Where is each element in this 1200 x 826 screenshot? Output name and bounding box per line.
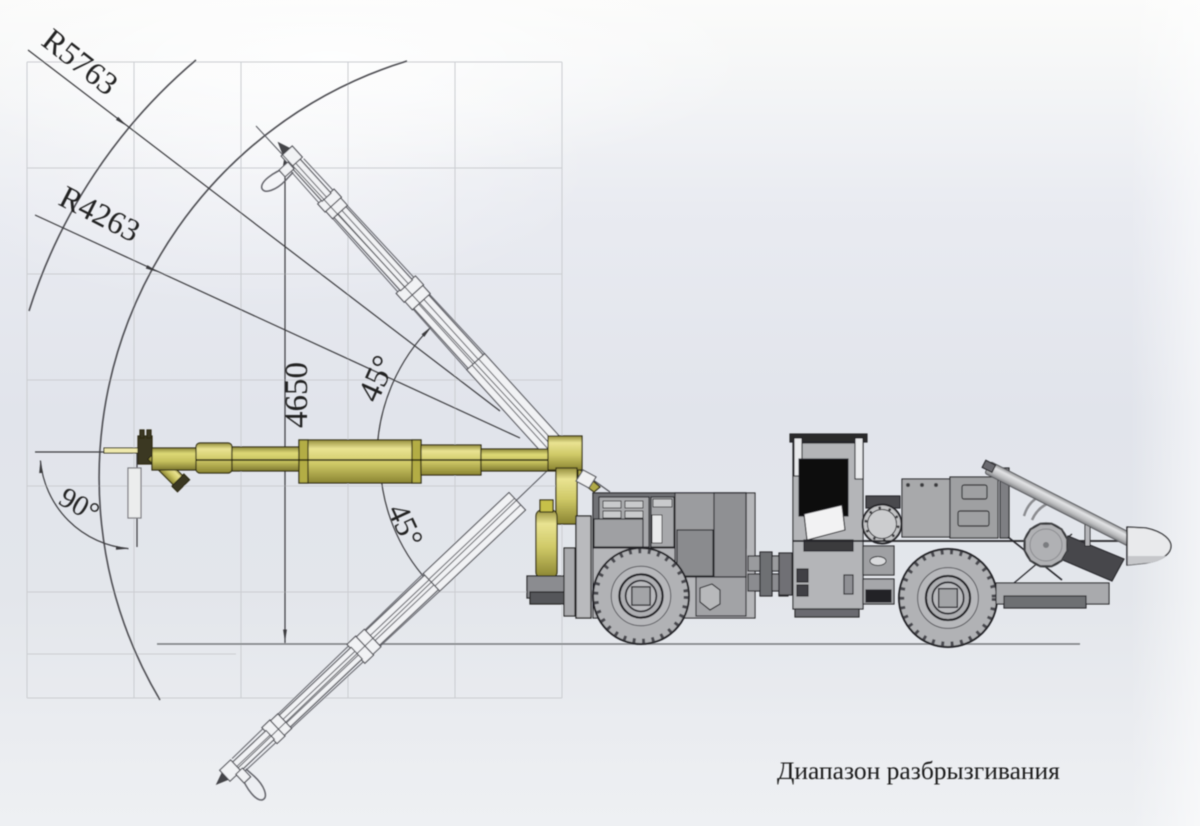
- svg-text:4650: 4650: [279, 362, 315, 428]
- svg-text:Диапазон разбрызгивания: Диапазон разбрызгивания: [777, 756, 1060, 785]
